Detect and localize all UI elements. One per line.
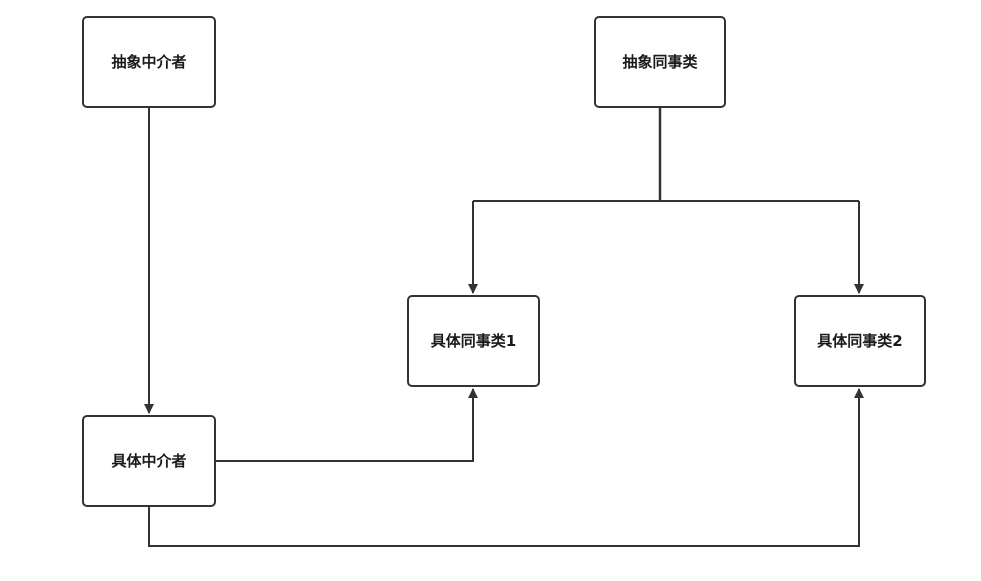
node-concrete-colleague-2-label: 具体同事类2	[817, 332, 903, 350]
node-concrete-colleague-1-label: 具体同事类1	[430, 332, 517, 350]
node-abstract-mediator: 抽象中介者	[82, 16, 216, 108]
edge-concrete-mediator-to-concrete-colleague-1	[216, 388, 478, 462]
node-concrete-colleague-1: 具体同事类1	[407, 295, 540, 387]
node-concrete-mediator: 具体中介者	[82, 415, 216, 507]
edge-concrete-mediator-to-concrete-colleague-2	[148, 388, 864, 547]
node-concrete-mediator-label: 具体中介者	[111, 452, 187, 470]
node-abstract-mediator-label: 抽象中介者	[111, 53, 187, 71]
node-abstract-colleague-label: 抽象同事类	[622, 53, 698, 71]
node-concrete-colleague-2: 具体同事类2	[794, 295, 926, 387]
node-abstract-colleague: 抽象同事类	[594, 16, 726, 108]
